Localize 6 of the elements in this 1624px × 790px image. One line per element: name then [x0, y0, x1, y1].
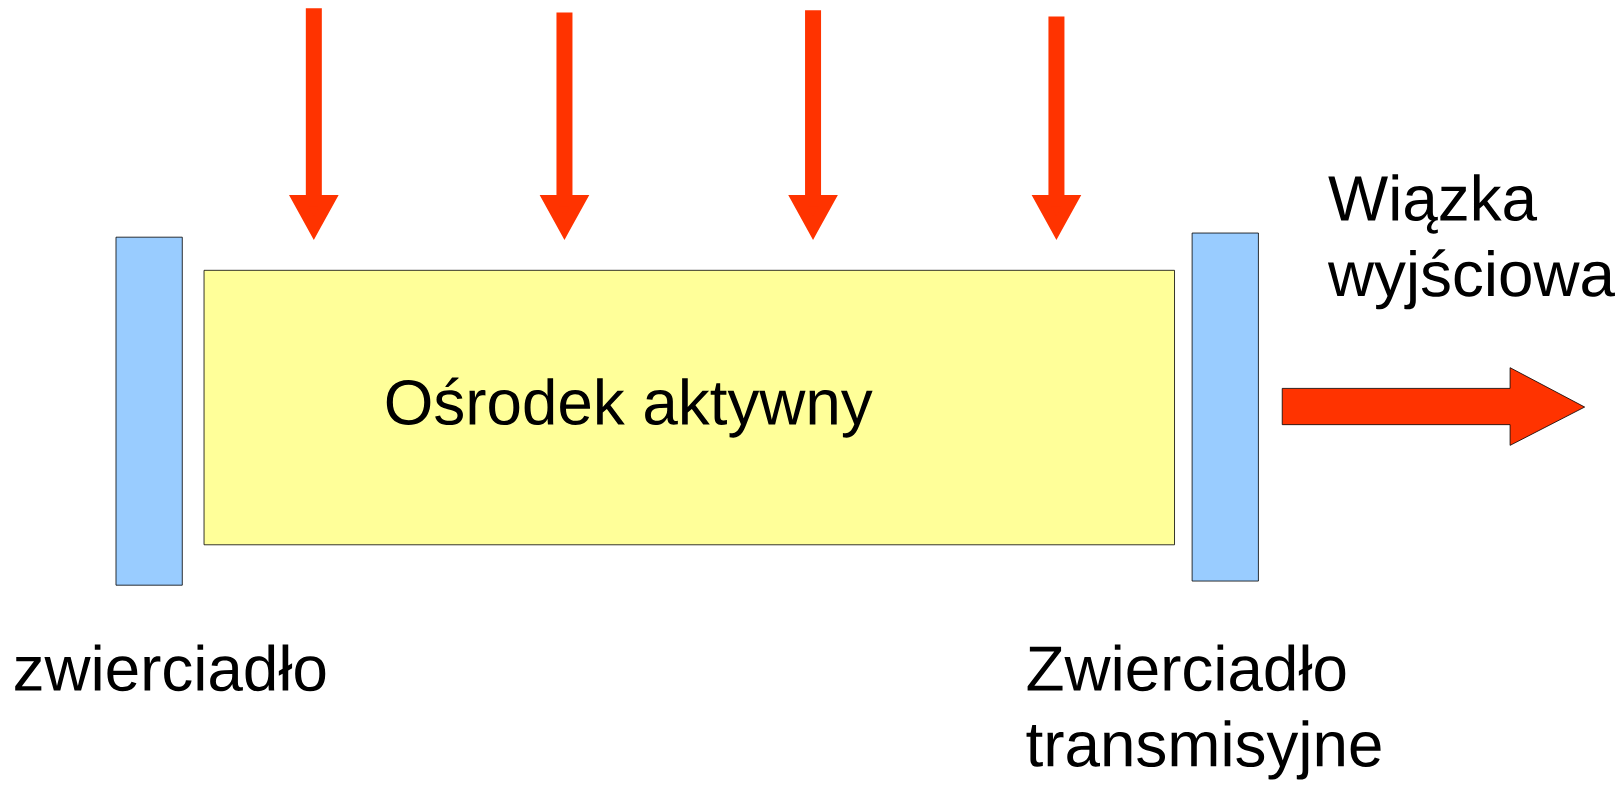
mirror-plate [115, 236, 183, 586]
beam-label: Wiązka wyjściowa [1327, 174, 1615, 310]
mirror-caption: Zwierciadło transmisyjne [1026, 644, 1381, 780]
mirror-caption: zwierciadło [15, 644, 326, 692]
mirror-plate [1191, 232, 1259, 582]
active-medium-box: Ośrodek aktywny [203, 269, 1175, 546]
